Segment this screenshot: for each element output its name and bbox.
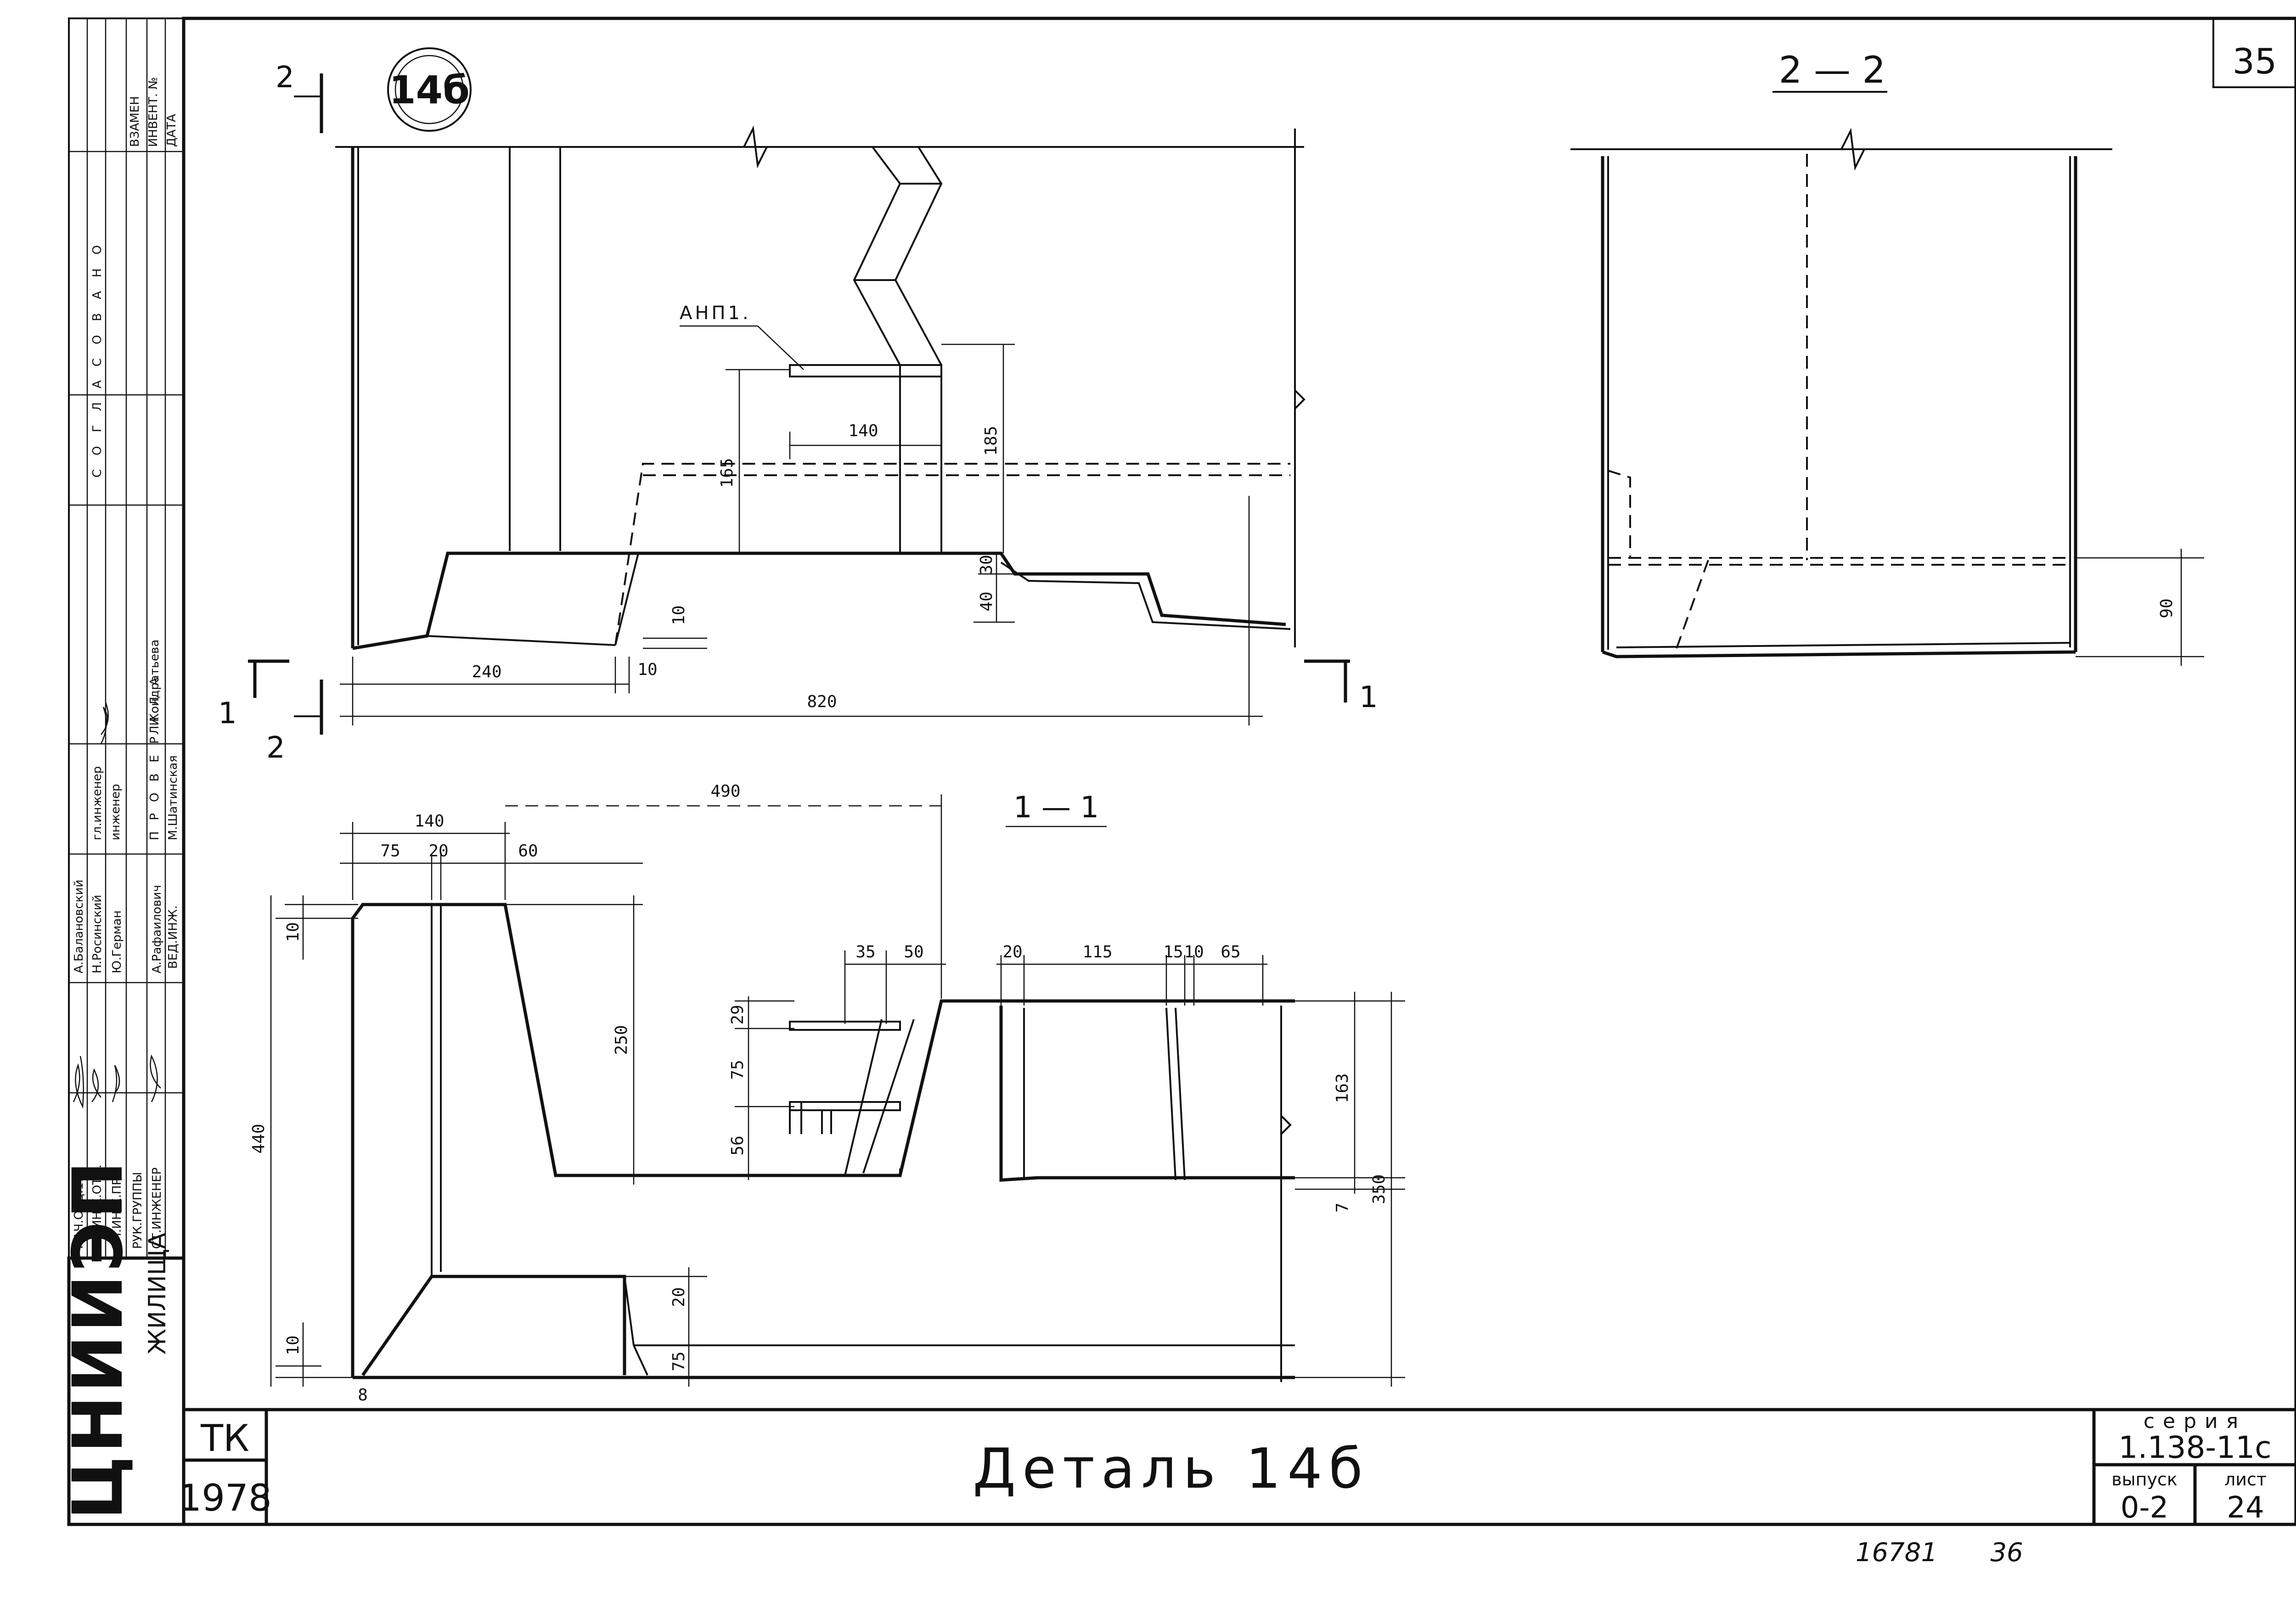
issue-value: 0-2: [2121, 1491, 2169, 1525]
dim-plan-8: 8: [358, 1386, 368, 1405]
cut-1-left: 1: [218, 697, 237, 731]
series-label: серия: [2144, 1410, 2246, 1433]
dim-plan-20c: 20: [1002, 943, 1022, 961]
dim-plan-440: 440: [249, 1124, 268, 1153]
dim-plan-7: 7: [1333, 1203, 1352, 1213]
checked-label: ПРОВЕРИЛА: [148, 667, 162, 840]
dim-plan-250: 250: [612, 1025, 631, 1055]
dim-top-140: 140: [848, 422, 878, 440]
issue-label: выпуск: [2111, 1469, 2178, 1490]
signature-scribble: [112, 1065, 120, 1102]
dim-plan-60: 60: [518, 842, 538, 860]
name-0: А.Балановский: [72, 880, 86, 973]
archive-number: 16781: [1856, 1538, 1937, 1568]
dim-top-10a: 10: [670, 605, 688, 625]
engineer-label: инженер: [109, 784, 123, 840]
section-1-1-title: 1 — 1: [1013, 791, 1099, 825]
title-block: ТК 1978 Деталь 14б серия 1.138-11с выпус…: [178, 1410, 2296, 1525]
year: 1978: [178, 1477, 272, 1519]
dim-plan-20: 20: [428, 842, 448, 860]
detail-mark-circle: [387, 47, 472, 132]
dim-plan-350: 350: [1370, 1174, 1389, 1204]
name-2: Ю.Герман: [110, 911, 124, 973]
dim-plan-35: 35: [855, 943, 875, 961]
agreed-name: Л.Кондратьева: [148, 640, 162, 735]
dim-plan-20b: 20: [670, 1287, 688, 1307]
org-code: ТК: [200, 1417, 249, 1460]
agreed-label: СОГЛАСОВАНО: [90, 231, 104, 478]
signature-scribble: [100, 702, 109, 744]
dim-plan-50: 50: [904, 943, 923, 961]
dim-plan-75: 75: [380, 842, 400, 860]
dim-plan-115: 115: [1082, 943, 1112, 961]
lead-engineer-label: ВЕД.ИНЖ.: [166, 905, 180, 969]
cut-1-right: 1: [1359, 680, 1378, 714]
elevation-view: 14б 2 АНП1.: [218, 47, 1378, 765]
anchor-label: АНП1.: [680, 303, 751, 324]
dim-top-10b: 10: [637, 660, 657, 679]
section-1-1-view: 1 — 1 140 490: [249, 782, 1405, 1405]
org-name: ЦНИИЭП: [58, 1158, 138, 1520]
role-2: ГЛ.ИНЖ.ПР.: [110, 1175, 124, 1249]
dim-plan-10-bottom: 10: [284, 1335, 303, 1355]
drawing-frame: [182, 17, 2296, 1526]
dim-top-30: 30: [977, 555, 996, 574]
sheet-number: 35: [2233, 41, 2277, 82]
cut-2-top: 2: [276, 61, 294, 95]
drawing-title: Деталь 14б: [973, 1437, 1369, 1501]
sheet-value: 24: [2227, 1491, 2264, 1525]
sheet-number-box: 35: [2212, 17, 2296, 88]
dim-plan-10-top: 10: [284, 922, 303, 942]
sheet-label: лист: [2224, 1469, 2267, 1490]
chief-engineer-label: гл.инженер: [90, 766, 104, 840]
date-header: ДАТА: [165, 114, 179, 147]
series-value: 1.138-11с: [2118, 1430, 2271, 1465]
dim-2-2-90: 90: [2157, 598, 2176, 618]
dim-plan-140: 140: [414, 812, 444, 831]
signature-scribble: [91, 1068, 101, 1102]
role-3: РУК.ГРУППЫ: [131, 1172, 145, 1249]
dim-plan-75b: 75: [670, 1351, 688, 1371]
dim-plan-15: 15: [1163, 943, 1183, 961]
signature-scribble: [150, 1054, 161, 1102]
dim-top-40: 40: [977, 591, 996, 611]
cut-2-bottom: 2: [266, 731, 285, 765]
section-2-2-view: 2 — 2 90: [1570, 49, 2204, 666]
side-approval-table: ДАТА ИНВЕНТ. № ВЗАМЕН СОГЛАСОВАНО Л.Конд…: [68, 17, 185, 1259]
role-0: НАЧ.ОТД.11: [72, 1175, 86, 1249]
inventory-header: ИНВЕНТ. №: [146, 77, 160, 147]
dim-top-240: 240: [472, 663, 501, 681]
dim-plan-490: 490: [710, 782, 740, 801]
archive-page: 36: [1990, 1538, 2023, 1568]
name-4: А.Рафаилович: [150, 885, 164, 973]
dim-plan-75c: 75: [728, 1060, 747, 1079]
signature-scribble: [73, 1056, 84, 1109]
org-suffix: ЖИЛИЩА: [144, 1232, 171, 1355]
name-1: Н.Росинский: [90, 895, 104, 973]
section-2-2-title: 2 — 2: [1779, 49, 1886, 91]
detail-mark: 14б: [389, 67, 470, 112]
role-1: ГЛ.ИНЖ.ОТД.: [90, 1164, 104, 1249]
dim-plan-65: 65: [1221, 943, 1240, 961]
dim-plan-10c: 10: [1184, 943, 1204, 961]
dim-plan-56: 56: [728, 1135, 747, 1155]
organization-logo: ЦНИИЭП ЖИЛИЩА: [58, 1158, 186, 1526]
dim-plan-29: 29: [728, 1005, 747, 1024]
role-4: СТ.ИНЖЕНЕР: [150, 1168, 164, 1249]
checked-name: М.Шатинская: [166, 755, 180, 840]
dim-top-820: 820: [807, 692, 837, 711]
replace-header: ВЗАМЕН: [128, 96, 142, 147]
dim-plan-163: 163: [1333, 1073, 1352, 1103]
dim-top-165: 165: [718, 458, 737, 488]
dim-top-185: 185: [982, 426, 1001, 455]
